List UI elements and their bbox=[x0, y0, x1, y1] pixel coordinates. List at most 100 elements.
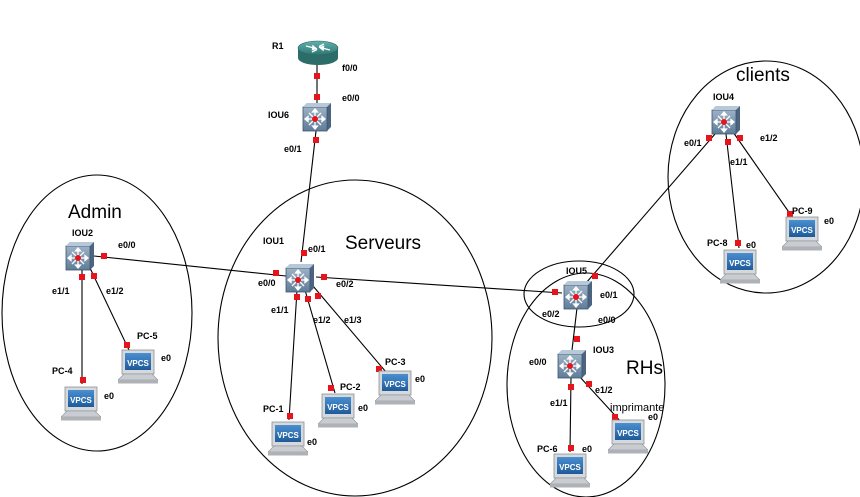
link-iou5-iou4 bbox=[585, 133, 716, 284]
node-label-iou5: IOU5 bbox=[566, 266, 587, 276]
port-dot bbox=[80, 377, 86, 383]
zone-rhs bbox=[506, 272, 666, 497]
port-labels: f0/0 e0/0 e0/1 e0/1 e0/0 e0/0 e0/2 e0/2 … bbox=[52, 63, 834, 454]
node-label-iou4: IOU4 bbox=[713, 92, 734, 102]
router-icon-r1[interactable] bbox=[297, 40, 339, 66]
vpcs-text: VPCS bbox=[729, 259, 751, 268]
port-label: e1/1 bbox=[52, 286, 70, 296]
node-label-iou2: IOU2 bbox=[72, 228, 93, 238]
port-label: e0 bbox=[307, 437, 317, 447]
node-label-pc3: PC-3 bbox=[385, 357, 406, 367]
port-dot bbox=[787, 211, 793, 217]
port-dot bbox=[735, 240, 741, 246]
port-label: e1/2 bbox=[595, 385, 613, 395]
link-iou4-pc8 bbox=[725, 133, 740, 249]
port-label: e0/0 bbox=[342, 93, 360, 103]
port-label: e0/2 bbox=[542, 309, 560, 319]
link-iou3-pc6 bbox=[569, 377, 572, 453]
vpcs-text: VPCS bbox=[277, 431, 299, 440]
link-iou5-iou3 bbox=[571, 307, 578, 351]
port-dot bbox=[737, 135, 743, 141]
port-label: e1/2 bbox=[760, 133, 778, 143]
port-dot bbox=[101, 253, 107, 259]
node-label-pc6: PC-6 bbox=[537, 444, 558, 454]
port-label: e0 bbox=[104, 391, 114, 401]
node-label-pc9: PC-9 bbox=[792, 206, 813, 216]
vpcs-pc1[interactable]: VPCS bbox=[268, 421, 308, 456]
vpcs-text: VPCS bbox=[127, 359, 149, 368]
node-label-pc5: PC-5 bbox=[137, 331, 158, 341]
vpcs-text: VPCS bbox=[559, 463, 581, 472]
port-dot bbox=[328, 385, 334, 391]
vpcs-pc9[interactable]: VPCS bbox=[782, 216, 822, 251]
port-label: e0/0 bbox=[118, 240, 136, 250]
switch-icon-iou6[interactable] bbox=[302, 102, 332, 132]
node-labels: R1 IOU6 IOU1 IOU2 IOU5 IOU3 IOU4 PC-1 PC… bbox=[52, 41, 813, 454]
node-label-iou1: IOU1 bbox=[263, 236, 284, 246]
port-label: f0/0 bbox=[342, 63, 358, 73]
port-label: e0 bbox=[358, 403, 368, 413]
link-iou1-pc3 bbox=[312, 285, 387, 373]
link-iou2-iou1 bbox=[93, 255, 287, 277]
vpcs-pc5[interactable]: VPCS bbox=[118, 349, 158, 384]
link-iou6-iou1 bbox=[300, 130, 317, 263]
switch-icon-iou4[interactable] bbox=[711, 105, 741, 135]
zone-admin bbox=[1, 174, 193, 452]
zone-iou5 bbox=[523, 260, 635, 328]
port-dot bbox=[79, 274, 85, 280]
link-iou2-pc5 bbox=[89, 267, 130, 351]
port-label: e1/2 bbox=[313, 315, 331, 325]
port-label: e1/1 bbox=[730, 157, 748, 167]
port-dot bbox=[612, 414, 618, 420]
port-dot bbox=[294, 294, 300, 300]
port-label: e0/1 bbox=[308, 244, 326, 254]
vpcs-text: VPCS bbox=[70, 396, 92, 405]
vpcs-text: VPCS bbox=[327, 403, 349, 412]
node-label-imprimante: imprimante bbox=[610, 402, 664, 414]
port-dot bbox=[706, 135, 712, 141]
link-iou1-pc2 bbox=[304, 289, 336, 394]
vpcs-pc2[interactable]: VPCS bbox=[318, 393, 358, 428]
port-label: e1/1 bbox=[550, 398, 568, 408]
port-label: e0/1 bbox=[600, 290, 618, 300]
link-iou1-pc1 bbox=[288, 289, 298, 421]
port-dot bbox=[552, 289, 558, 295]
port-dot bbox=[568, 445, 574, 451]
devices: VPCS VPCS VPCS VPCS VPCS VPCS VPCS VPCS bbox=[61, 40, 822, 488]
vpcs-text: VPCS bbox=[791, 226, 813, 235]
port-label: e0/1 bbox=[284, 144, 302, 154]
port-dot bbox=[287, 413, 293, 419]
port-dot bbox=[568, 384, 574, 390]
zone-label-clients: clients bbox=[736, 65, 790, 86]
switch-icon-iou1[interactable] bbox=[285, 263, 315, 293]
switch-icon-iou2[interactable] bbox=[65, 241, 95, 271]
switch-icon-iou3[interactable] bbox=[557, 349, 587, 379]
port-dot bbox=[315, 293, 321, 299]
vpcs-pc6[interactable]: VPCS bbox=[550, 453, 590, 488]
port-label: e0/0 bbox=[598, 315, 616, 325]
vpcs-pc4[interactable]: VPCS bbox=[61, 386, 101, 421]
port-label: e0 bbox=[746, 240, 756, 250]
link-iou4-pc9 bbox=[732, 131, 794, 219]
port-dot bbox=[305, 296, 311, 302]
links bbox=[81, 64, 794, 453]
switch-icon-iou5[interactable] bbox=[563, 280, 593, 310]
zone-serveurs bbox=[217, 179, 493, 497]
port-label: e0 bbox=[415, 374, 425, 384]
node-label-pc4: PC-4 bbox=[52, 366, 73, 376]
node-label-iou6: IOU6 bbox=[268, 110, 289, 120]
port-dot bbox=[725, 139, 731, 145]
vpcs-imprimante[interactable]: VPCS bbox=[608, 419, 648, 454]
port-dot bbox=[313, 137, 319, 143]
vpcs-text: VPCS bbox=[384, 380, 406, 389]
port-dot bbox=[301, 250, 307, 256]
port-label: e0 bbox=[161, 353, 171, 363]
vpcs-pc3[interactable]: VPCS bbox=[375, 370, 415, 405]
port-label: e1/3 bbox=[344, 315, 362, 325]
port-dot bbox=[91, 273, 97, 279]
vpcs-pc8[interactable]: VPCS bbox=[720, 249, 760, 284]
node-label-pc1: PC-1 bbox=[263, 404, 284, 414]
port-dot bbox=[574, 336, 580, 342]
port-label: e0 bbox=[582, 444, 592, 454]
